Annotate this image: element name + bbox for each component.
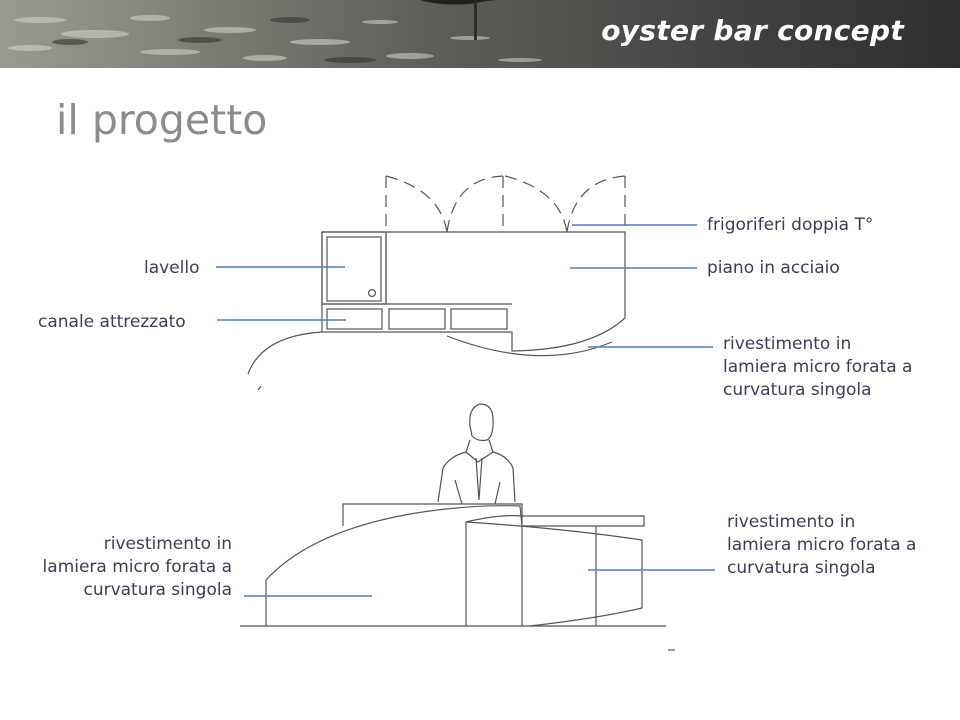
elevation-back-counter <box>342 503 523 526</box>
entry-curve <box>247 331 323 375</box>
channel-compartment <box>450 308 508 330</box>
header-banner: oyster bar concept <box>0 0 960 68</box>
label-channel: canale attrezzato <box>38 312 186 332</box>
banner-photo <box>0 0 960 68</box>
plan-view <box>247 175 626 391</box>
leader-lines <box>216 224 715 597</box>
counter-outline <box>321 231 626 352</box>
fridge-door-swings <box>385 175 626 233</box>
label-elev-right-line1: rivestimento in <box>727 512 856 532</box>
channel-compartment <box>326 308 383 330</box>
elevation-front-cladding <box>265 505 523 626</box>
label-elev-right-line3: curvatura singola <box>727 558 876 578</box>
elevation-view <box>240 403 675 651</box>
sink-outline <box>321 231 387 305</box>
label-elev-left-line2: lamiera micro forata a <box>42 557 232 577</box>
header-title: oyster bar concept <box>601 14 904 47</box>
label-plan-cladding-line1: rivestimento in <box>723 334 852 354</box>
curved-cladding <box>446 335 613 357</box>
label-plan-cladding-line3: curvatura singola <box>723 380 872 400</box>
label-steel-top: piano in acciaio <box>707 258 840 278</box>
elevation-shelf <box>522 515 645 527</box>
label-fridges: frigoriferi doppia T° <box>707 215 874 235</box>
label-elev-left-line1: rivestimento in <box>103 534 232 554</box>
label-elev-left-line3: curvatura singola <box>83 580 232 600</box>
label-plan-cladding-line2: lamiera micro forata a <box>723 357 913 377</box>
channel-compartment <box>388 308 446 330</box>
label-elev-right-line2: lamiera micro forata a <box>727 535 917 555</box>
label-sink: lavello <box>144 258 200 278</box>
slide-title: il progetto <box>56 96 268 144</box>
bartender-figure <box>437 403 516 505</box>
